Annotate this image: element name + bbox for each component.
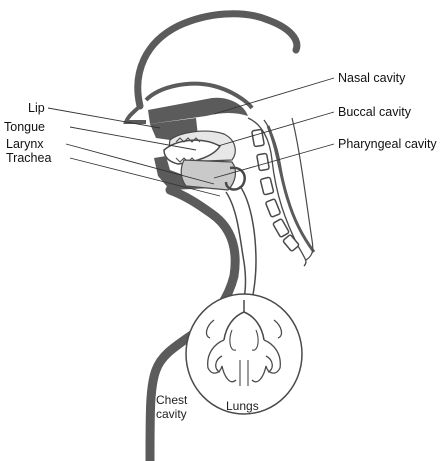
left-lung-bronchioles <box>205 319 237 383</box>
trachea-label: Trachea <box>6 151 51 165</box>
tongue <box>163 139 222 165</box>
lungs-label: Lungs <box>226 399 259 413</box>
buccal-cavity-label: Buccal cavity <box>338 105 412 119</box>
chest-cavity-label-line2: cavity <box>156 407 187 421</box>
lungs-outline <box>185 293 303 415</box>
trachea-tube <box>225 191 247 301</box>
leader-lines <box>47 77 335 197</box>
bronchi <box>223 300 265 341</box>
palate <box>148 97 248 124</box>
face-profile <box>123 104 146 124</box>
spine-outline <box>247 117 307 267</box>
esophagus-tube <box>239 185 257 301</box>
pharyngeal-cavity-label: Pharyngeal cavity <box>338 137 437 151</box>
nasal-cavity-label: Nasal cavity <box>338 71 406 85</box>
larynx-label: Larynx <box>6 137 44 151</box>
lip-label: Lip <box>28 101 45 115</box>
vertebrae <box>251 128 300 252</box>
lung-lobes-detail <box>229 329 259 386</box>
chest-cavity-label-line1: Chest <box>156 393 188 407</box>
back-of-neck <box>291 117 314 261</box>
tongue-label: Tongue <box>4 120 45 134</box>
spinal-cord <box>266 125 316 253</box>
cranium-outline <box>134 10 301 110</box>
nasal-roof <box>144 81 254 110</box>
right-lung-bronchioles <box>251 319 283 383</box>
epiglottis <box>224 166 246 191</box>
